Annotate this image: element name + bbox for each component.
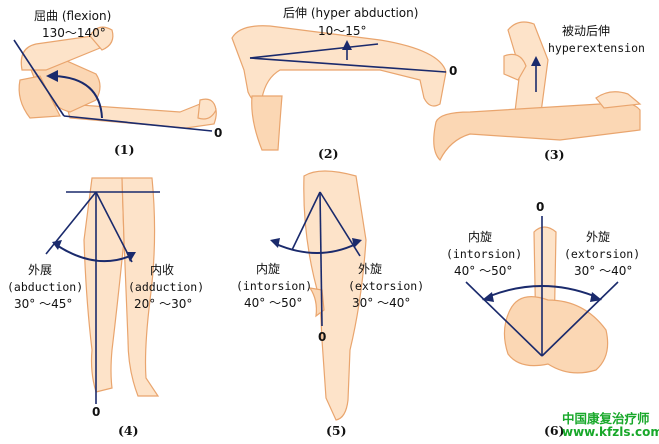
panel-2-range: 10～15° xyxy=(318,24,367,39)
panel-4-left-cn: 外展 xyxy=(28,263,52,278)
panel-4-left-leg xyxy=(84,178,124,392)
panel-3-number: (3) xyxy=(544,147,565,162)
panel-3-subtitle: hyperextension xyxy=(548,41,645,56)
panel-4-left-range: 30° ～45° xyxy=(14,297,72,312)
watermark-url: www.kfzls.com xyxy=(562,425,659,439)
panel-2-number: (2) xyxy=(318,146,339,161)
panel-4-zero: 0 xyxy=(92,405,100,420)
panel-6-arrowhead-left xyxy=(482,292,494,302)
panel-6-right-en: (extorsion) xyxy=(564,247,640,262)
panel-5-zero: 0 xyxy=(318,330,326,345)
panel-6-right-cn: 外旋 xyxy=(586,230,610,245)
panel-5-number: (5) xyxy=(326,423,347,438)
panel-5-arrowhead-left xyxy=(270,238,280,248)
panel-2-figure xyxy=(232,26,446,150)
panel-2-lower-leg xyxy=(252,96,282,150)
panel-4-right-range: 20° ～30° xyxy=(134,297,192,312)
panel-6-zero: 0 xyxy=(536,200,544,215)
panel-1-number: (1) xyxy=(114,142,135,157)
panel-1-title: 屈曲 (flexion) xyxy=(34,9,111,24)
panel-1-figure xyxy=(19,27,216,128)
panel-5-right-en: (extorsion) xyxy=(348,279,424,294)
panel-1-range: 130～140° xyxy=(42,26,106,41)
panel-3-lying-body xyxy=(434,102,640,160)
panel-6-left-cn: 内旋 xyxy=(468,230,492,245)
panel-2-zero: 0 xyxy=(449,64,457,79)
panel-4-right-en: (adduction) xyxy=(128,280,204,295)
panel-2-title: 后伸 (hyper abduction) xyxy=(283,6,418,21)
panel-5-left-cn: 内旋 xyxy=(256,262,280,277)
panel-6-left-en: (intorsion) xyxy=(446,247,522,262)
panel-6-right-range: 30° ～40° xyxy=(574,264,632,279)
panel-5-right-cn: 外旋 xyxy=(358,262,382,277)
panel-4-right-cn: 内收 xyxy=(150,263,174,278)
panel-6-arrowhead-right xyxy=(590,292,602,302)
panel-1-zero: 0 xyxy=(214,126,222,141)
panel-5-right-range: 30° ～40° xyxy=(352,296,410,311)
panel-4-number: (4) xyxy=(118,423,139,438)
panel-6-left-range: 40° ～50° xyxy=(454,264,512,279)
panel-3-title: 被动后伸 xyxy=(562,24,610,39)
panel-5-left-en: (intorsion) xyxy=(236,279,312,294)
panel-5-left-range: 40° ～50° xyxy=(244,296,302,311)
panel-4-left-en: (abduction) xyxy=(7,280,83,295)
